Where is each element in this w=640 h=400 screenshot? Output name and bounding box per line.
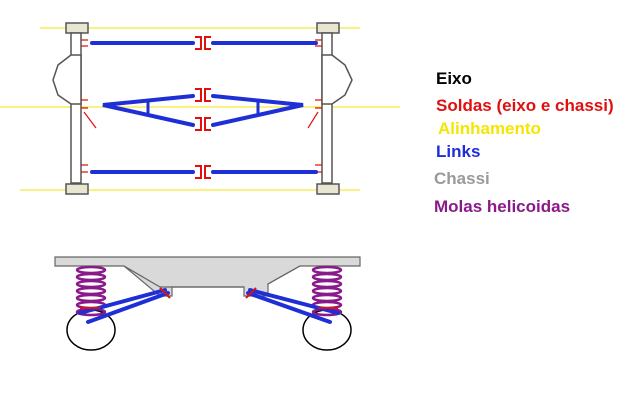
side-welds [80,287,338,309]
legend-item-links: Links [436,143,480,160]
side-links [78,288,340,324]
side-link-right-upper [248,288,340,315]
weld-right-top [315,39,322,47]
side-chassis-inner [123,265,301,288]
legend-item-chassis: Chassi [434,170,490,187]
side-weld-left-chassis [159,287,171,299]
bracket-mid-lower [195,117,211,131]
right-axle-top-cap [316,22,340,34]
legend-item-axle: Eixo [436,70,472,87]
left-coil-spring [75,265,107,317]
right-axle [316,22,353,195]
center-brackets [195,36,211,179]
weld-right-middle [307,99,322,129]
right-wheel-hub [321,54,353,105]
link-a-arm-left [102,94,195,127]
side-view [54,256,361,351]
side-link-left-lower [86,291,170,324]
left-axle-bottom-cap [65,183,89,195]
legend-item-springs: Molas helicoidas [434,198,570,215]
legend-label-welds: Soldas (eixo e chassi) [436,96,614,115]
weld-left-middle [81,99,97,129]
side-weld-right-chassis [245,287,257,299]
legend-label-links: Links [436,142,481,161]
right-axle-bottom-cap [316,183,340,195]
legend-label-axle: Eixo [436,69,472,88]
axle-welds [81,39,322,173]
left-axle-top-cap [65,22,89,34]
bracket-bottom [195,165,211,179]
side-link-left-upper [78,288,167,315]
bracket-mid-upper [195,88,211,102]
legend-label-chassis: Chassi [434,169,490,188]
legend-label-alignment: Alinhamento [438,119,541,138]
legend-item-alignment: Alinhamento [438,120,541,137]
top-view [0,22,400,195]
legend-label-springs: Molas helicoidas [434,197,571,216]
left-wheel-hub [52,54,82,105]
link-a-arm-right [211,94,304,127]
legend-item-welds: Soldas (eixo e chassi) [436,97,614,114]
side-link-right-lower [246,291,332,324]
weld-left-bottom [81,164,88,173]
side-chassis [54,256,361,297]
bracket-top [195,36,211,50]
top-links [90,41,318,174]
weld-left-top [81,39,88,47]
